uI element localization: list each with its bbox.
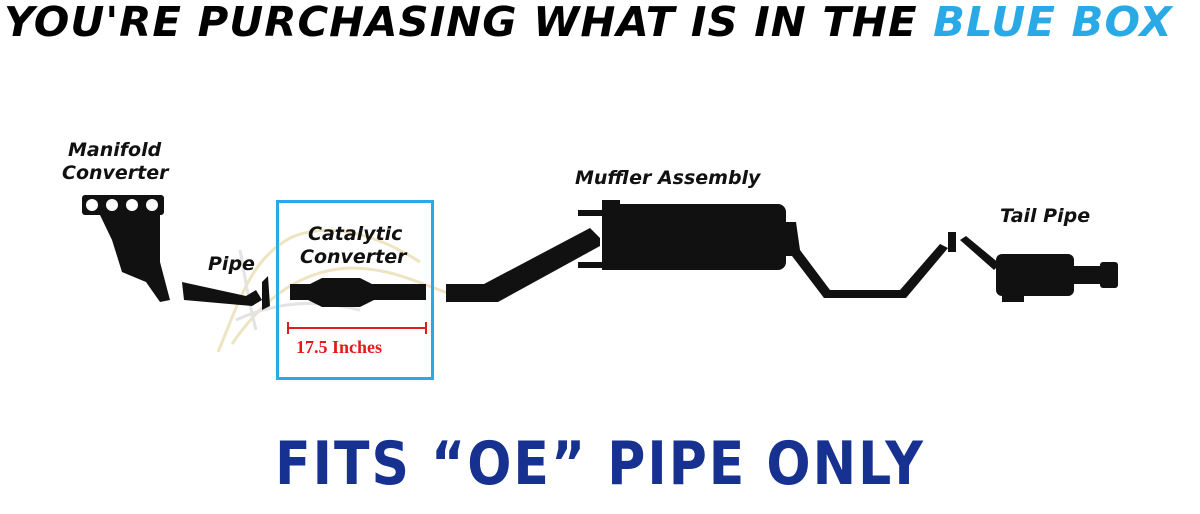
catalytic-label-line1: Catalytic [308, 223, 403, 245]
catalytic-label-line2: Converter [300, 246, 407, 268]
catalytic-converter-label: Catalytic Converter [300, 223, 407, 269]
catalytic-converter-part [290, 278, 426, 307]
pipe-label: Pipe [208, 253, 255, 275]
headline-main: YOU'RE PURCHASING WHAT IS IN THE [4, 0, 934, 46]
measurement-line [287, 322, 427, 334]
manifold-label-line1: Manifold [68, 139, 162, 161]
intermediate-pipe-part [446, 228, 600, 302]
headline-accent: BLUE BOX [933, 0, 1173, 46]
headline: YOU'RE PURCHASING WHAT IS IN THE BLUE BO… [4, 0, 1200, 46]
tail-pipe-part [960, 236, 1118, 302]
muffler-assembly-part [578, 200, 956, 298]
tail-pipe-label: Tail Pipe [1000, 205, 1091, 227]
pipe-part [182, 276, 270, 310]
highlight-blue-box [276, 200, 434, 380]
muffler-assembly-label: Muffler Assembly [575, 167, 761, 189]
manifold-label-line2: Converter [62, 162, 169, 184]
fits-oe-pipe-notice: FITS “OE” PIPE ONLY [275, 430, 925, 499]
manifold-converter-label: Manifold Converter [62, 139, 169, 185]
manifold-converter-part [82, 195, 170, 302]
measurement-label: 17.5 Inches [296, 337, 383, 357]
